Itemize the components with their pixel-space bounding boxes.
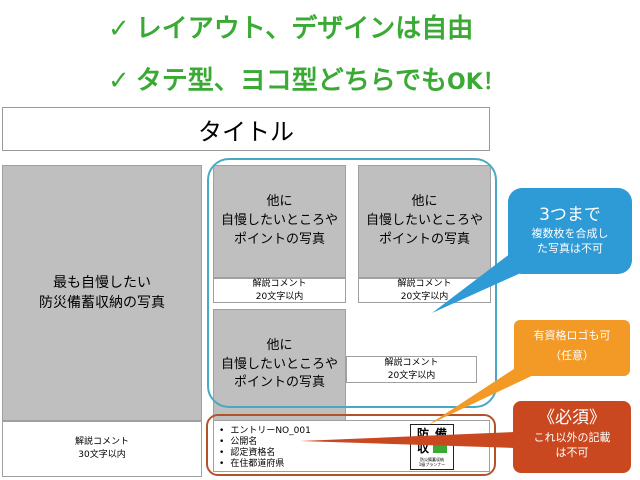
title-box: タイトル <box>2 107 490 151</box>
heading-ok-text: OK！ <box>447 70 505 95</box>
title-label: タイトル <box>198 117 294 146</box>
sub-caption-2-line2: 20文字以内 <box>400 291 449 302</box>
red-callout-line2: は不可 <box>555 446 589 459</box>
sub-photo-2-line3: ポイントの写真 <box>378 231 470 247</box>
sub-photo-1-line2: 自慢したいところや <box>220 213 338 229</box>
orange-callout-line2: （任意） <box>550 349 594 362</box>
sub-photo-3-line2: 自慢したいところや <box>220 356 338 372</box>
blue-callout-line2: た写真は不可 <box>537 242 603 255</box>
entry-item-public-name: 公開名 <box>219 437 311 448</box>
red-callout-title: 《必須》 <box>538 408 606 428</box>
entry-box-outline <box>206 414 496 476</box>
main-photo-placeholder: 最も自慢したい 防災備蓄収納の写真 <box>2 165 202 421</box>
sub-photo-3-line1: 他に <box>266 337 293 353</box>
sub-photo-1: 他に 自慢したいところや ポイントの写真 <box>213 165 346 278</box>
sub-photos-group-outline <box>207 158 497 408</box>
sub-photo-2-line2: 自慢したいところや <box>365 213 483 229</box>
logo-subtitle: 防災備蓄収納 1級プランナー <box>412 457 452 467</box>
heading-orientation: ✓タテ型、ヨコ型どちらでもOK！ <box>108 60 505 97</box>
main-caption-line2: 30文字以内 <box>78 450 126 460</box>
main-caption-line1: 解説コメント <box>74 437 129 448</box>
red-callout-line1: これ以外の記載 <box>533 431 611 444</box>
main-photo-line2: 防災備蓄収納の写真 <box>39 295 165 311</box>
sub-photo-3-line3: ポイントの写真 <box>233 375 325 391</box>
sub-caption-3-line2: 20文字以内 <box>387 370 436 381</box>
sub-caption-2-line1: 解説コメント <box>397 279 452 290</box>
entry-info-list: エントリーNO_001 公開名 認定資格名 在住都道府県 <box>219 426 311 470</box>
sub-photo-2-line1: 他に <box>411 194 438 210</box>
orange-callout-text: 有資格ロゴも可 （任意） <box>514 327 630 367</box>
heading-line1-text: レイアウト、デザインは自由 <box>135 14 474 44</box>
entry-item-number: エントリーNO_001 <box>219 426 311 437</box>
sub-caption-3-line1: 解説コメント <box>384 358 439 369</box>
logo-sub-line1: 防災備蓄収納 <box>420 457 444 462</box>
blue-callout-text: 3つまで 複数枚を合成し た写真は不可 <box>508 204 632 256</box>
sub-photo-2: 他に 自慢したいところや ポイントの写真 <box>358 165 491 278</box>
heading-line2-text: タテ型、ヨコ型どちらでも <box>135 66 448 96</box>
main-photo-line1: 最も自慢したい <box>53 274 151 291</box>
sub-photo-1-line3: ポイントの写真 <box>233 231 325 247</box>
entry-item-prefecture: 在住都道府県 <box>219 459 311 470</box>
blue-callout-title: 3つまで <box>539 205 601 225</box>
sub-caption-1-line2: 20文字以内 <box>255 291 304 302</box>
sub-caption-1: 解説コメント 20文字以内 <box>213 278 346 303</box>
main-caption-box: 解説コメント 30文字以内 <box>2 421 202 477</box>
check-icon: ✓ <box>108 14 130 44</box>
sub-photo-3: 他に 自慢したいところや ポイントの写真 <box>213 309 346 421</box>
orange-callout-line1: 有資格ロゴも可 <box>533 329 611 342</box>
check-icon: ✓ <box>108 66 130 96</box>
blue-callout-line1: 複数枚を合成し <box>531 227 609 240</box>
heading-freedom-layout: ✓レイアウト、デザインは自由 <box>108 8 473 45</box>
sub-photo-1-line1: 他に <box>266 194 293 210</box>
logo-sub-line2: 1級プランナー <box>418 462 446 467</box>
sub-caption-1-line1: 解説コメント <box>252 279 307 290</box>
entry-item-qualification: 認定資格名 <box>219 448 311 459</box>
red-callout-text: 《必須》 これ以外の記載 は不可 <box>513 406 631 460</box>
